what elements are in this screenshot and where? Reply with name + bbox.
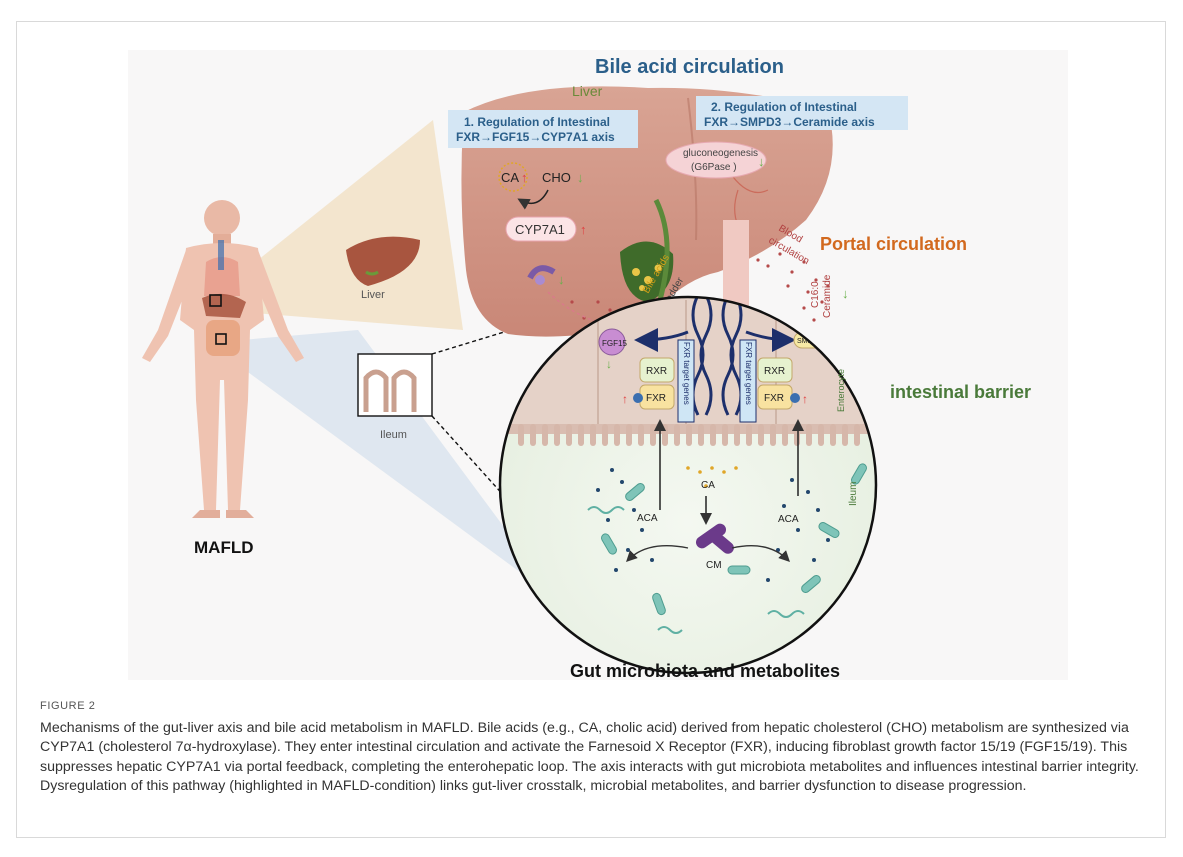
fgf15-bubble — [598, 328, 626, 356]
fgf-receptor-icon — [527, 265, 556, 285]
figure-caption: Mechanisms of the gut-liver axis and bil… — [40, 720, 1139, 795]
receptor-down-arrow: ↓ — [558, 272, 565, 287]
cyp7a1-pill — [505, 216, 577, 242]
smpd3-induction-arrow — [745, 327, 796, 352]
c16-label: C16:0 — [810, 281, 821, 308]
fxr-right-label: FXR — [764, 393, 784, 404]
ca-lumen-label: CA — [701, 480, 715, 491]
cyp7a1-label: CYP7A1 — [515, 222, 565, 237]
portal-circulation-label: Portal circulation — [820, 234, 967, 254]
ceramide-down-arrow: ↓ — [842, 286, 849, 301]
diagram-title: Bile acid circulation — [595, 56, 784, 78]
aca-left-label: ACA — [637, 513, 658, 524]
axis2-line1: 2. Regulation of Intestinal — [711, 100, 857, 114]
figure-label: FIGURE 2 — [40, 700, 96, 712]
liver-highlight-ray — [218, 120, 463, 330]
fxr-right-up-arrow: ↑ — [802, 392, 808, 406]
mafld-label: MAFLD — [194, 538, 253, 557]
cm-label: CM — [706, 560, 722, 571]
ligand-left — [633, 393, 643, 403]
dna-right — [721, 297, 735, 416]
intestine-circle: RXR FXR ↑ FXR target genes FGF15 ↓ FXR t… — [498, 295, 878, 675]
ileum-locator-box — [215, 333, 227, 345]
axis1-line2: FXR→FGF15→CYP7A1 axis — [456, 130, 615, 144]
fgf15-down-arrow: ↓ — [606, 357, 612, 371]
gluconeogenesis-line1: gluconeogenesis — [683, 148, 758, 159]
fxr-target-genes-left-label: FXR target genes — [682, 342, 691, 405]
axis1-line1: 1. Regulation of Intestinal — [464, 115, 610, 129]
cho-to-ca-arrow — [517, 189, 549, 210]
rxr-left — [639, 357, 675, 383]
ca-label: CA — [501, 170, 519, 185]
fgf15-label: FGF15 — [602, 339, 627, 348]
rxr-left-label: RXR — [646, 366, 667, 377]
gut-bacteria — [601, 463, 867, 616]
fxr-target-genes-right-label: FXR target genes — [744, 342, 753, 405]
gluconeogenesis-bubble — [665, 141, 767, 179]
intestinal-barrier-label: intestinal barrier — [890, 382, 1031, 402]
gluconeogenesis-line2: (G6Pase ) — [691, 162, 737, 173]
fxr-target-genes-left — [677, 339, 695, 423]
ileum-side-label: Ileum — [848, 482, 859, 506]
small-liver-icon — [346, 236, 420, 286]
ileum-inset-label: Ileum — [380, 429, 407, 441]
fgf15-induction-arrow — [634, 327, 689, 352]
cho-label: CHO — [542, 170, 571, 185]
rxr-right — [757, 357, 793, 383]
ca-dots — [498, 162, 528, 192]
human-body-figure — [142, 200, 304, 518]
cm-to-aca-right — [731, 545, 790, 562]
intestine-circle-border — [498, 295, 878, 675]
gut-liver-diagram: MAFLD Liver Ileum Liver Bile acid circul… — [128, 50, 1068, 681]
axis2-line2: FXR→SMPD3→Ceramide axis — [704, 115, 875, 129]
ileum-inset — [357, 353, 433, 417]
rxr-right-label: RXR — [764, 366, 785, 377]
cm-to-aca-left — [626, 545, 689, 562]
gut-microbiota-title: Gut microbiota and metabolites — [570, 661, 840, 681]
axis1-box — [448, 110, 638, 148]
gluconeogenesis-down-arrow: ↓ — [758, 154, 765, 169]
ca-dots-lumen — [686, 466, 738, 488]
small-liver-label: Liver — [361, 289, 385, 301]
fxr-left-up-arrow: ↑ — [622, 392, 628, 406]
fxr-target-genes-right — [739, 339, 757, 423]
ceramide-label: Ceramide — [822, 274, 833, 318]
cho-down-arrow: ↓ — [577, 170, 584, 185]
fxr-left-label: FXR — [646, 393, 666, 404]
liver-locator-box — [209, 294, 222, 307]
aca-right-label: ACA — [778, 514, 799, 525]
ca-up-arrow: ↑ — [521, 170, 528, 185]
axis2-box — [696, 96, 908, 130]
cm-bacterium — [695, 523, 734, 554]
intestine-highlight-ray — [218, 330, 558, 600]
microvilli — [518, 424, 860, 446]
enterocyte-label: Enterocyte — [836, 369, 846, 412]
ligand-right — [790, 393, 800, 403]
liver-label: Liver — [572, 83, 603, 99]
cyp7a1-up-arrow: ↑ — [580, 222, 587, 237]
